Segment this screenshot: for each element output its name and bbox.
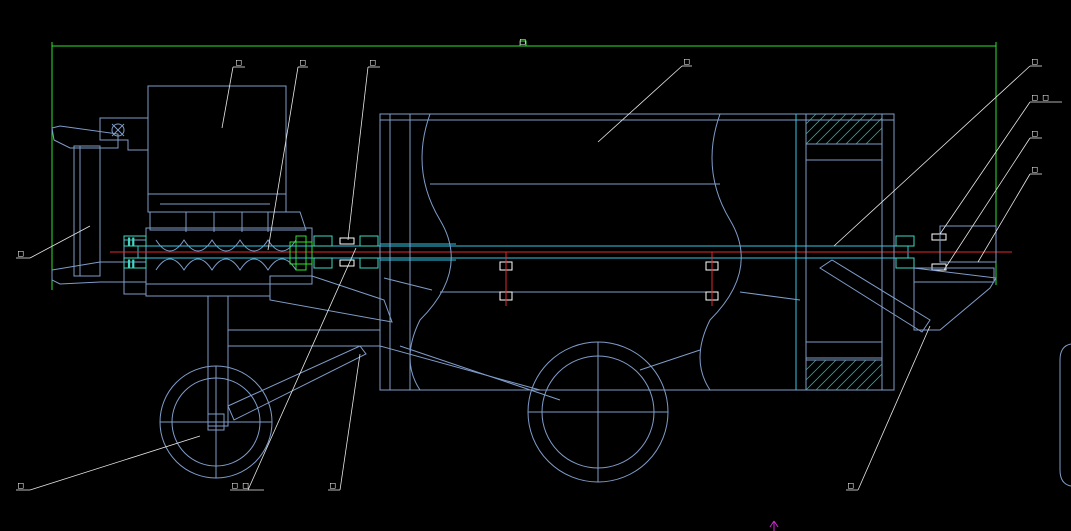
callout-right-bearing: □ — [1032, 129, 1038, 139]
leader-lines — [16, 65, 1062, 491]
svg-text:▌▌: ▌▌ — [127, 259, 136, 268]
callout-front-wheel: □ — [18, 481, 24, 491]
svg-text:▌▌: ▌▌ — [127, 237, 136, 246]
hopper — [147, 85, 307, 232]
callout-bearing: □ — [370, 58, 376, 68]
callout-discharge: □ — [848, 481, 854, 491]
bearing-mid-2 — [359, 235, 379, 269]
overall-dimension — [51, 40, 997, 290]
callout-shaft: □ — [1032, 57, 1038, 67]
callout-hopper: □ — [236, 58, 242, 68]
rear-wheel — [527, 341, 669, 483]
callout-coupling: □ □ — [232, 481, 249, 491]
chassis-frame — [207, 295, 701, 427]
callout-drive: □ — [1032, 165, 1038, 175]
drum-fittings — [499, 252, 719, 306]
adjacent-view-edge — [1059, 343, 1071, 487]
callout-drum: □ — [684, 57, 690, 67]
bearing-right — [895, 235, 915, 269]
coupling — [289, 235, 313, 271]
ucs-marker — [769, 520, 779, 531]
drum-end-hatch — [795, 113, 883, 391]
feed-screw-housing — [123, 227, 393, 323]
fastener-group-left — [339, 237, 355, 267]
bearing-mid-1 — [313, 235, 333, 269]
screen-drum — [379, 113, 895, 391]
front-wheel — [159, 365, 273, 479]
discharge-chute — [819, 225, 997, 333]
callout-feed-screw: □ — [300, 58, 306, 68]
callout-frame: □ — [330, 481, 336, 491]
callout-fastener: □ □ — [1032, 93, 1049, 103]
bearing-left: ▌▌ ▌▌ — [123, 235, 147, 269]
dimension-text: □ — [520, 37, 526, 47]
callout-handle: □ — [18, 249, 24, 259]
main-shaft — [110, 243, 1012, 261]
